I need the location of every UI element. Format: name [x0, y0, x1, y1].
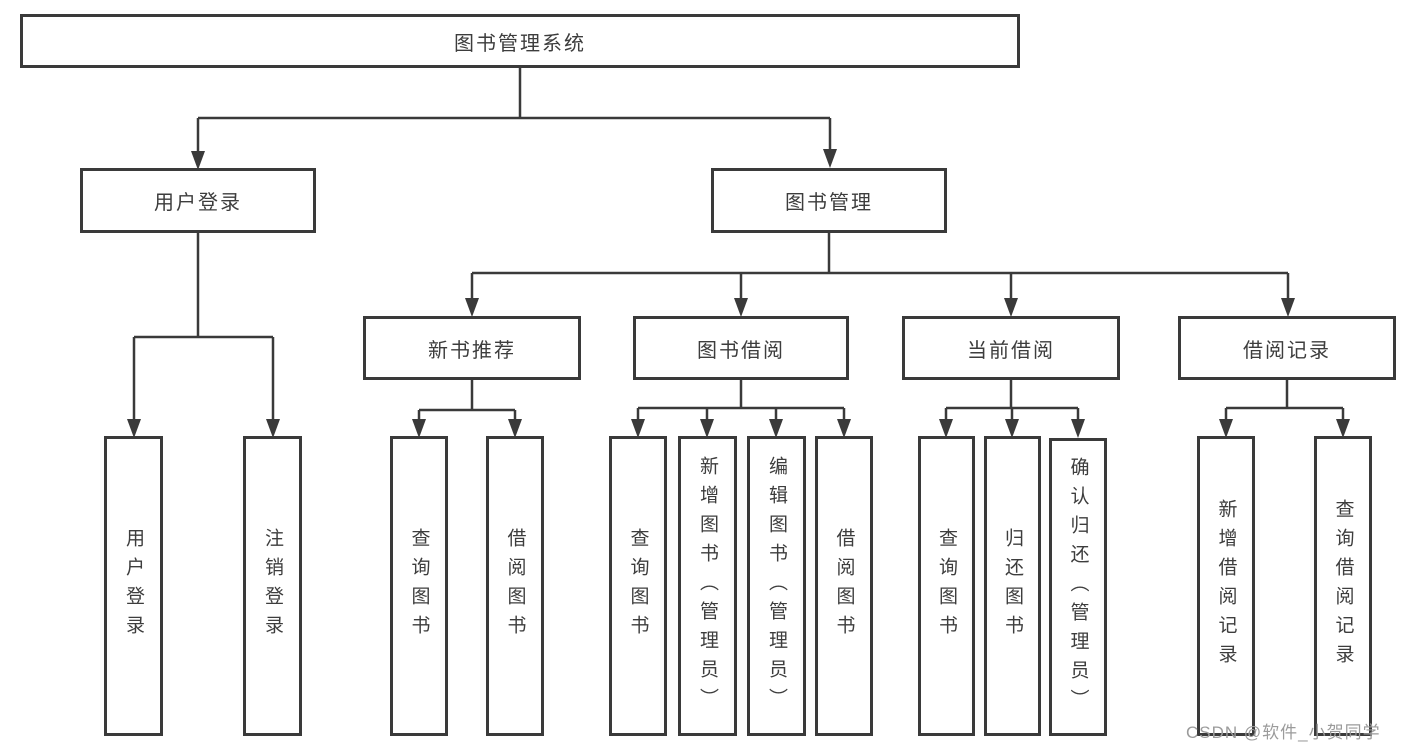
leaf-edit-books-admin: 编辑图书（管理员）	[747, 436, 806, 736]
leaf-logout-label: 注销登录	[262, 528, 283, 644]
leaf-user-login: 用户登录	[104, 436, 163, 736]
leaf-add-books-admin-label: 新增图书（管理员）	[697, 455, 718, 717]
leaf-query-borrow-record: 查询借阅记录	[1314, 436, 1372, 736]
leaf-add-borrow-record-label: 新增借阅记录	[1215, 499, 1237, 673]
leaf-user-login-label: 用户登录	[123, 528, 144, 644]
leaf-borrow-books-recommend-label: 借阅图书	[504, 528, 526, 644]
node-new-book-recommendation-label: 新书推荐	[428, 339, 516, 362]
leaf-borrow-books-recommend: 借阅图书	[486, 436, 544, 736]
node-new-book-recommendation: 新书推荐	[363, 316, 581, 380]
node-current-borrowing-label: 当前借阅	[967, 339, 1055, 362]
leaf-query-books-recommend-label: 查询图书	[408, 528, 430, 644]
leaf-edit-books-admin-label: 编辑图书（管理员）	[766, 455, 787, 717]
leaf-add-borrow-record: 新增借阅记录	[1197, 436, 1255, 736]
leaf-query-books-borrowing-label: 查询图书	[627, 528, 649, 644]
leaf-add-books-admin: 新增图书（管理员）	[678, 436, 737, 736]
node-user-login-label: 用户登录	[154, 192, 242, 214]
leaf-confirm-return-admin: 确认归还（管理员）	[1049, 438, 1107, 736]
leaf-query-books-current: 查询图书	[918, 436, 975, 736]
leaf-query-books-recommend: 查询图书	[390, 436, 448, 736]
leaf-borrow-books: 借阅图书	[815, 436, 873, 736]
node-user-login: 用户登录	[80, 168, 316, 233]
node-borrowing-records-label: 借阅记录	[1243, 339, 1331, 362]
node-library-system-label: 图书管理系统	[454, 32, 586, 55]
leaf-borrow-books-label: 借阅图书	[833, 528, 855, 644]
node-book-borrowing-label: 图书借阅	[697, 339, 785, 362]
leaf-return-books-label: 归还图书	[1002, 528, 1023, 644]
leaf-query-books-borrowing: 查询图书	[609, 436, 667, 736]
node-book-management: 图书管理	[711, 168, 947, 233]
leaf-query-borrow-record-label: 查询借阅记录	[1332, 499, 1354, 673]
leaf-query-books-current-label: 查询图书	[936, 528, 957, 644]
leaf-confirm-return-admin-label: 确认归还（管理员）	[1067, 456, 1089, 718]
node-book-borrowing: 图书借阅	[633, 316, 849, 380]
leaf-logout: 注销登录	[243, 436, 302, 736]
node-book-management-label: 图书管理	[785, 192, 873, 214]
node-borrowing-records: 借阅记录	[1178, 316, 1396, 380]
node-current-borrowing: 当前借阅	[902, 316, 1120, 380]
node-library-system: 图书管理系统	[20, 14, 1020, 68]
leaf-return-books: 归还图书	[984, 436, 1041, 736]
csdn-watermark: CSDN @软件_小贺同学	[1186, 723, 1381, 742]
